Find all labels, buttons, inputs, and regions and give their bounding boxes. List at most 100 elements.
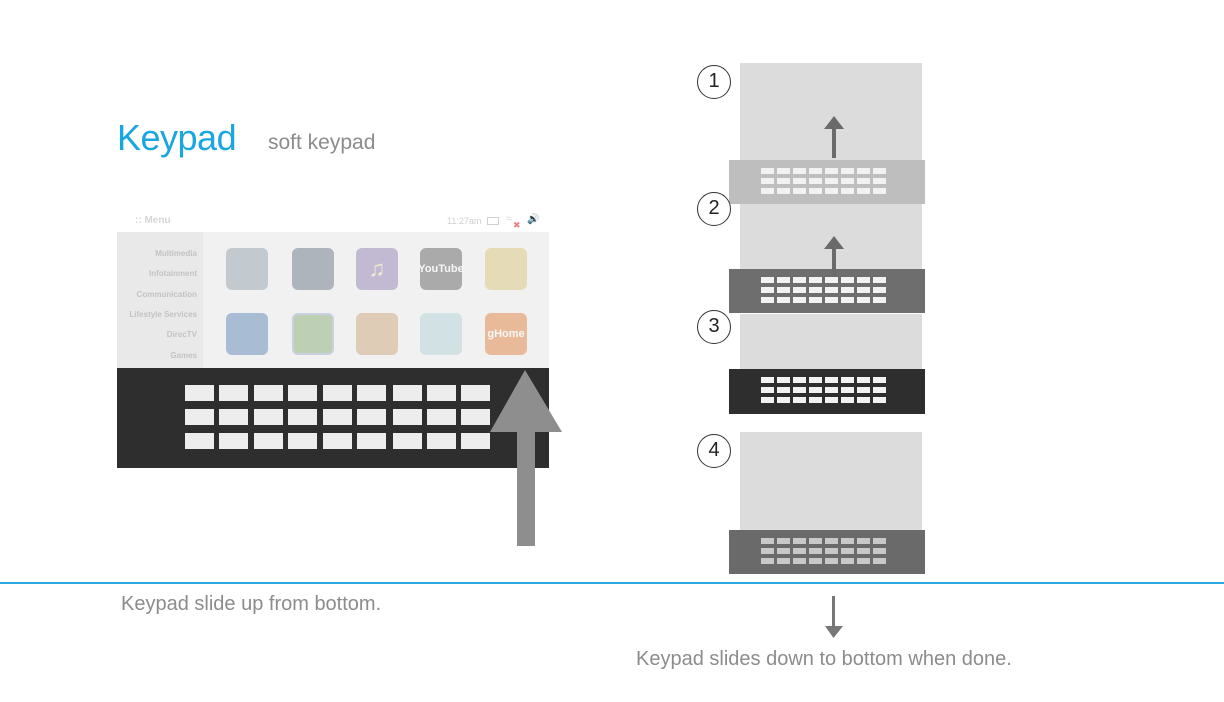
keypad-key[interactable] [461,409,490,425]
keypad-key[interactable] [357,409,386,425]
keypad-key[interactable] [461,433,490,449]
keypad-key[interactable] [185,385,214,401]
keypad-key[interactable] [323,385,352,401]
mini-keypad-key [761,387,774,393]
mini-keypad-key [777,277,790,283]
mini-keypad-key [873,397,886,403]
keypad-key[interactable] [254,409,283,425]
mini-keypad-key [873,297,886,303]
mini-keypad-key [857,168,870,174]
mini-keypad-key [809,558,822,564]
keypad-key[interactable] [393,433,422,449]
keypad-key[interactable] [461,385,490,401]
keypad-key[interactable] [288,385,317,401]
keypad-key[interactable] [393,385,422,401]
keypad-key[interactable] [357,385,386,401]
mini-keypad-key [825,377,838,383]
mini-keypad-key [825,168,838,174]
mini-keypad-key [841,377,854,383]
status-bar: :: Menu 11:27am ≈ ✖ 🔊 [117,210,549,232]
keypad-key[interactable] [427,385,456,401]
sidebar-item-infotainment: Infotainment [149,269,197,278]
mini-keypad-key [841,397,854,403]
mini-keypad-key [777,188,790,194]
mini-keypad-key [873,277,886,283]
mini-keypad-key [777,168,790,174]
keypad-key[interactable] [393,409,422,425]
keypad-key[interactable] [219,385,248,401]
radio-app-icon [485,248,527,290]
keypad-key[interactable] [185,409,214,425]
mini-keypad-key [857,277,870,283]
mini-keypad-key [857,548,870,554]
clock-label: 11:27am [447,216,482,226]
wifi-off-icon: ≈ [506,213,513,225]
keypad-key[interactable] [254,385,283,401]
youtube-app-icon: YouTube [418,248,464,290]
mini-keypad-key [793,277,806,283]
mini-keypad-key [777,548,790,554]
mini-keypad-key [873,558,886,564]
sidebar-item-games: Games [170,351,197,360]
app-grid: ♫ YouTube gHome [203,232,549,368]
mini-keypad-key [825,188,838,194]
mini-keypad-key [809,168,822,174]
mini-keypad-key [841,168,854,174]
soft-keypad[interactable] [117,368,549,468]
separator-line [0,582,1224,584]
keypad-key[interactable] [288,433,317,449]
mini-keypad-key [841,178,854,184]
mini-keypad-key [777,287,790,293]
ghome-app-icon: gHome [485,313,527,355]
keypad-key[interactable] [427,409,456,425]
keypad-key[interactable] [254,433,283,449]
mini-keypad-key [793,558,806,564]
mini-keypad-key [761,168,774,174]
caption-slide-down: Keypad slides down to bottom when done. [636,648,1012,670]
mini-keypad-key [857,558,870,564]
keypad-key[interactable] [323,433,352,449]
mini-keypad-key [761,277,774,283]
up-arrow-icon [824,116,844,158]
mini-keypad-key [761,178,774,184]
mini-keypad-key [809,387,822,393]
mini-keypad-key [841,558,854,564]
mini-keypad-key [777,297,790,303]
keypad-key[interactable] [323,409,352,425]
ui-mockup: :: Menu 11:27am ≈ ✖ 🔊 Multimedia Infotai… [117,210,549,468]
navigation-app-icon [226,313,268,355]
keypad-key[interactable] [427,433,456,449]
mini-keypad-key [809,397,822,403]
tv-app-icon [226,248,268,290]
mini-keypad-key [777,538,790,544]
messages-app-icon [420,313,462,355]
mini-keypad-key [841,387,854,393]
mini-keypad-key [873,387,886,393]
menu-label: :: Menu [135,215,171,226]
mini-keypad-key [761,548,774,554]
keypad-key[interactable] [357,433,386,449]
sidebar-item-lifestyle-services: Lifestyle Services [129,310,197,319]
mini-keypad-key [873,377,886,383]
keypad-key[interactable] [185,433,214,449]
mini-keypad-key [761,538,774,544]
step-number-3: 3 [697,310,731,344]
mini-keypad-key [873,168,886,174]
step-number-1: 1 [697,65,731,99]
keypad-key[interactable] [288,409,317,425]
slide-down-arrow-icon [825,596,843,638]
video-app-icon [292,248,334,290]
mini-keypad-key [777,387,790,393]
keypad-key[interactable] [219,433,248,449]
mini-keypad-key [809,287,822,293]
step-number-4: 4 [697,434,731,468]
mini-keypad-key [825,178,838,184]
keypad-key[interactable] [219,409,248,425]
mini-keypad-key [809,538,822,544]
mini-keypad-key [873,287,886,293]
mini-keypad-key [857,377,870,383]
slide-up-arrow-icon [490,370,562,546]
sidebar-item-communication: Communication [136,290,197,299]
mini-keypad-key [825,287,838,293]
mini-keypad-key [793,178,806,184]
